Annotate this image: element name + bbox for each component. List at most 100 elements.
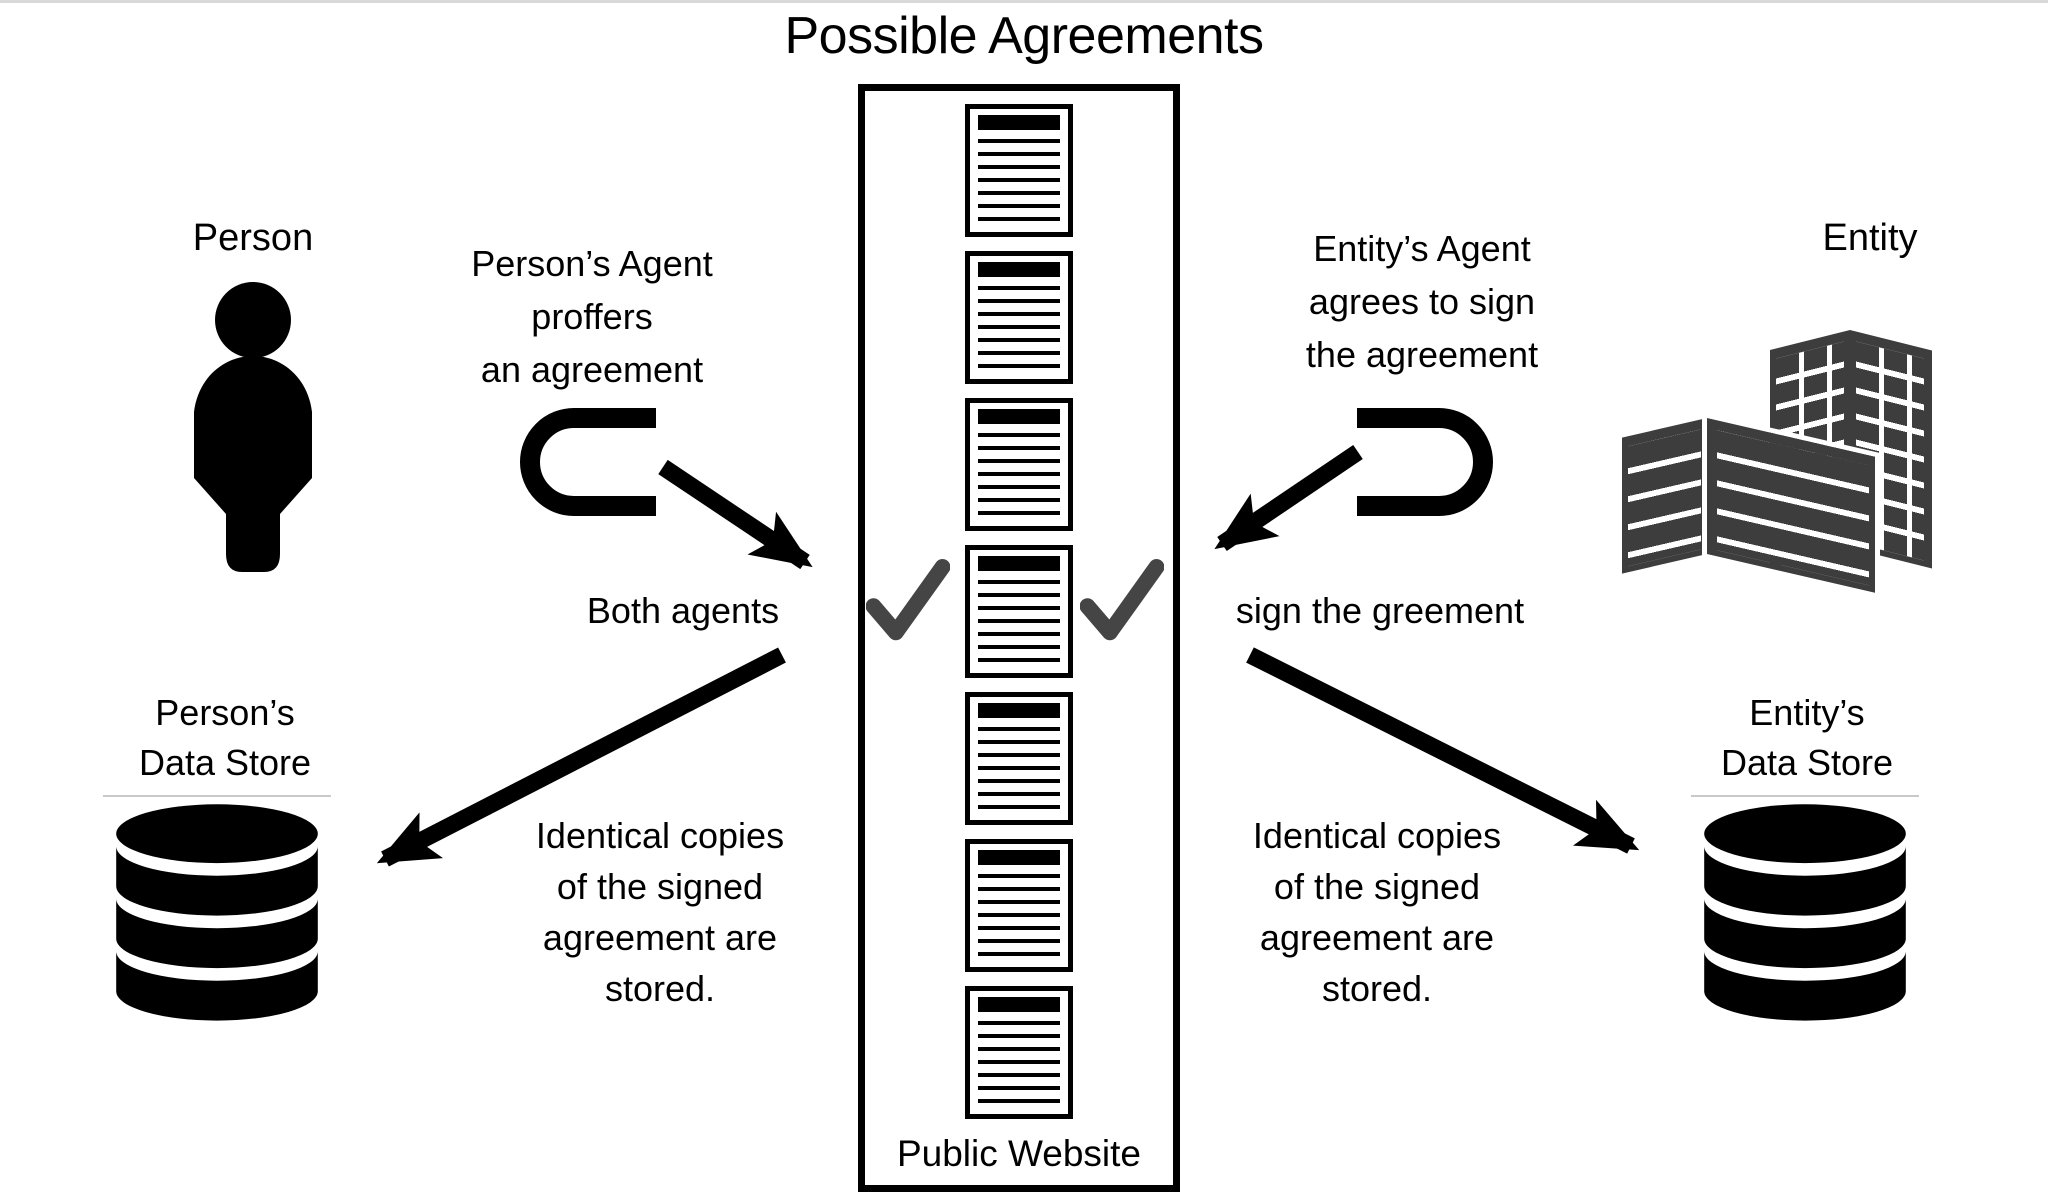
document-text-line [978,433,1060,437]
entity-agent-text: Entity’s Agent agrees to sign the agreem… [1272,222,1572,381]
left-stored-line: of the signed [556,866,764,907]
document-text-line [978,580,1060,584]
document-icon [965,839,1073,972]
document-text-line [978,1047,1060,1051]
document-title-bar [978,850,1060,865]
person-agent-line: an agreement [480,349,704,390]
agree-arrow-icon [1214,444,1363,552]
document-text-line [978,805,1060,809]
left-stored-line: stored. [604,968,716,1009]
right-check-icon [1080,559,1164,641]
document-text-line [978,766,1060,770]
document-text-line [978,1073,1060,1077]
public-website-box: Public Website [858,84,1180,1192]
both-agents-label: Both agents [586,590,780,631]
person-datastore-line: Person’s [155,692,295,733]
left-stored-line: Identical copies [535,815,785,856]
document-icon [965,692,1073,825]
entity-datastore-line: Entity’s [1749,692,1865,733]
document-title-bar [978,409,1060,424]
entity-datastore-icon [1704,804,1906,1021]
diagram-title: Possible Agreements [784,7,1265,65]
document-title-bar [978,115,1060,130]
entity-agent-line: agrees to sign [1308,281,1536,322]
person-label: Person [192,217,314,259]
document-text-line [978,792,1060,796]
document-title-bar [978,556,1060,571]
document-text-line [978,338,1060,342]
document-text-line [978,606,1060,610]
document-text-line [978,191,1060,195]
entity-buildings-icon [1612,300,1937,593]
document-text-line [978,351,1060,355]
document-text-line [978,511,1060,515]
document-text-line [978,1060,1060,1064]
proffer-arrow-icon [658,459,813,570]
right-stored-line: Identical copies [1252,815,1502,856]
document-text-line [978,939,1060,943]
document-icon [965,398,1073,531]
entity-datastore-line: Data Store [1720,742,1894,783]
document-text-line [978,165,1060,169]
document-text-line [978,740,1060,744]
document-text-line [978,152,1060,156]
right-stored-line: stored. [1321,968,1433,1009]
entity-datastore-underline [1691,795,1919,797]
document-text-line [978,217,1060,221]
document-title-bar [978,997,1060,1012]
person-agent-line: proffers [531,296,653,337]
document-text-line [978,459,1060,463]
document-text-line [978,1099,1060,1103]
entity-agent-line: Entity’s Agent [1313,228,1531,269]
document-text-line [978,1086,1060,1090]
document-text-line [978,900,1060,904]
document-text-line [978,952,1060,956]
document-text-line [978,645,1060,649]
document-text-line [978,139,1060,143]
document-text-line [978,926,1060,930]
person-datastore-underline [103,795,331,797]
person-agent-text: Person’s Agent proffers an agreement [442,237,742,396]
document-icon [965,251,1073,384]
document-icon [965,545,1073,678]
document-text-line [978,887,1060,891]
agree-arc-icon [1357,408,1493,516]
document-text-line [978,472,1060,476]
document-text-line [978,204,1060,208]
document-text-line [978,632,1060,636]
entity-agent-line: the agreement [1305,334,1539,375]
document-text-line [978,299,1060,303]
document-icon [965,986,1073,1119]
document-text-line [978,364,1060,368]
document-text-line [978,312,1060,316]
document-text-line [978,658,1060,662]
left-check-icon [866,559,950,641]
document-text-line [978,874,1060,878]
document-text-line [978,619,1060,623]
person-icon [194,282,312,572]
document-text-line [978,178,1060,182]
right-stored-line: agreement are [1259,917,1495,958]
document-text-line [978,779,1060,783]
public-website-label: Public Website [896,1133,1142,1174]
document-text-line [978,446,1060,450]
building-left-face [1622,418,1707,574]
document-text-line [978,1021,1060,1025]
person-agent-line: Person’s Agent [471,243,713,284]
document-title-bar [978,703,1060,718]
document-text-line [978,727,1060,731]
person-datastore-line: Data Store [138,742,312,783]
right-stored-text: Identical copies of the signed agreement… [1222,810,1532,1014]
document-title-bar [978,262,1060,277]
top-edge-strip [0,0,2048,3]
entity-datastore-label: Entity’s Data Store [1682,688,1932,788]
document-text-line [978,325,1060,329]
sign-agreement-label: sign the greement [1235,590,1525,631]
document-text-line [978,593,1060,597]
document-icon [965,104,1073,237]
document-text-line [978,913,1060,917]
entity-label: Entity [1822,217,1918,259]
left-stored-text: Identical copies of the signed agreement… [505,810,815,1014]
document-text-line [978,485,1060,489]
person-datastore-label: Person’s Data Store [100,688,350,788]
